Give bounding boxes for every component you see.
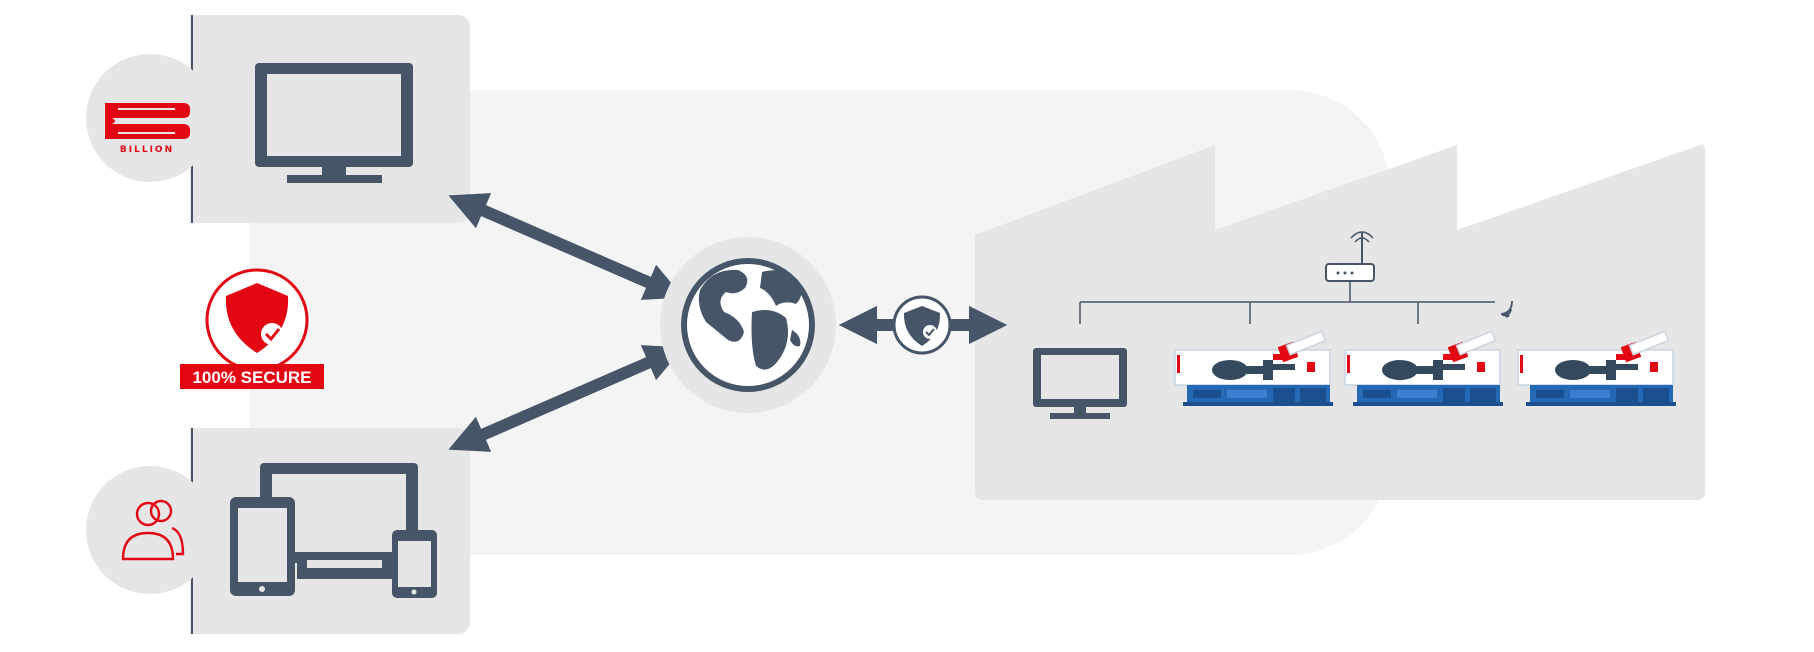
factory-monitor-icon xyxy=(1033,348,1127,419)
check-icon xyxy=(264,328,281,342)
brand-logo-text: BILLION xyxy=(120,145,174,155)
multi-device-icon xyxy=(230,463,437,598)
secure-label: 100% SECURE xyxy=(192,368,311,387)
billion-logo-icon: BILLION xyxy=(86,54,214,182)
monitor-icon xyxy=(255,63,413,183)
factory-network xyxy=(1079,231,1513,324)
workstation-panel xyxy=(190,15,470,223)
connection-arrows xyxy=(448,193,684,452)
bottom-link-arrow xyxy=(448,345,684,452)
secure-badge: 100% SECURE xyxy=(180,268,324,389)
factory-building xyxy=(975,144,1705,501)
globe-icon xyxy=(660,237,836,413)
secure-link-arrow xyxy=(838,295,1008,355)
devices-panel xyxy=(190,428,470,634)
wifi-signal-icon xyxy=(1500,300,1513,318)
shield-check-icon xyxy=(892,295,952,355)
users-icon xyxy=(86,466,214,594)
top-link-arrow xyxy=(448,193,684,300)
